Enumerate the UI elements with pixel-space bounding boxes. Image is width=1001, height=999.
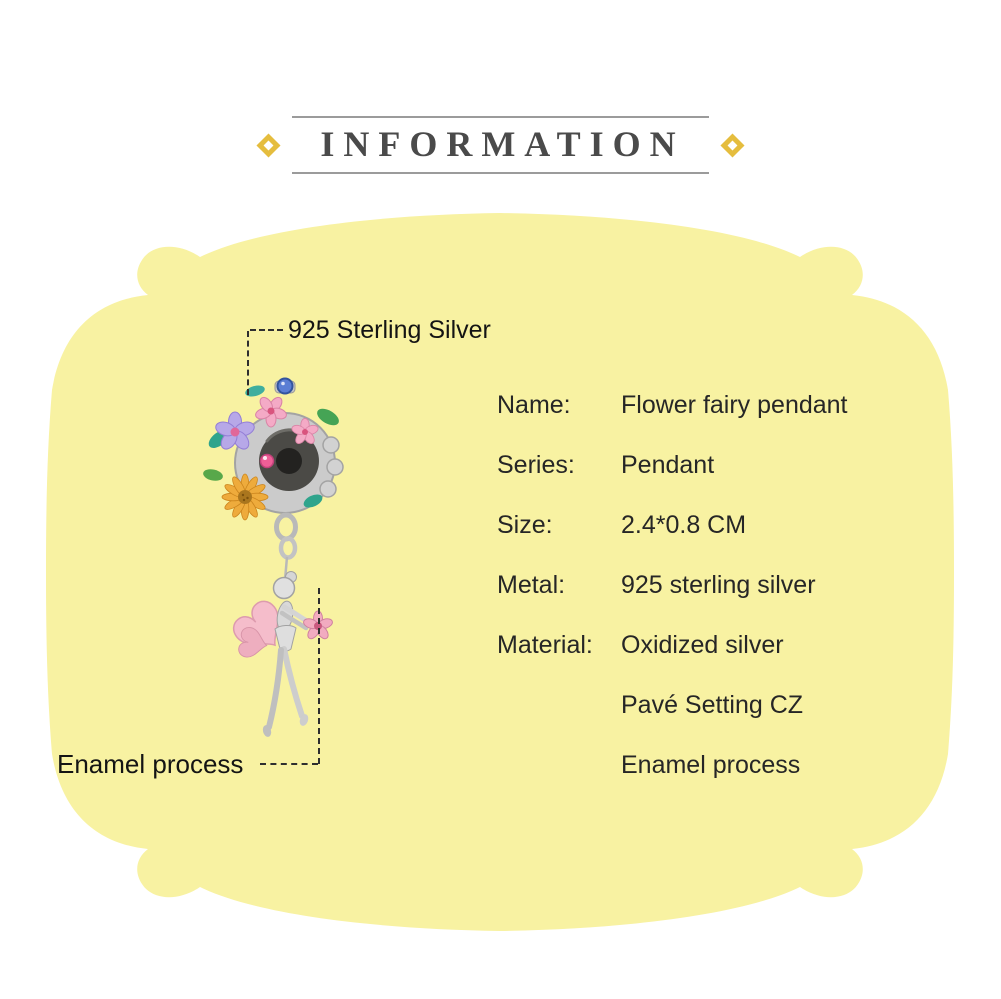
purple-flower — [215, 411, 255, 450]
spec-label — [497, 693, 621, 718]
spec-value: Pendant — [621, 451, 715, 479]
spec-value: Pavé Setting CZ — [621, 691, 804, 719]
leader-line-enamel-vertical — [318, 588, 320, 764]
leader-line-silver-vertical — [247, 331, 249, 395]
spec-label: Series: — [497, 451, 575, 479]
blue-gem — [276, 377, 294, 395]
spec-label — [497, 753, 621, 778]
spec-label: Name: — [497, 391, 571, 419]
spec-value: 2.4*0.8 CM — [621, 511, 747, 539]
annotation-enamel-process: Enamel process — [57, 749, 244, 779]
spec-list: Name: Flower fairy pendant Series: Penda… — [497, 393, 848, 813]
leader-line-silver-horizontal — [250, 329, 283, 331]
spec-row: Size: 2.4*0.8 CM — [497, 513, 848, 538]
spec-value: Oxidized silver — [621, 631, 784, 659]
leader-line-enamel-horizontal — [260, 763, 318, 765]
diamond-ornament-icon — [256, 132, 281, 158]
spec-label: Metal: — [497, 571, 566, 599]
diamond-ornament-icon — [720, 132, 745, 158]
spec-value: Flower fairy pendant — [621, 391, 848, 419]
pink-crystal — [259, 453, 275, 469]
information-header: INFORMATION — [0, 116, 1001, 174]
orange-daisy — [221, 473, 269, 521]
spec-row: Metal: 925 sterling silver — [497, 573, 848, 598]
spec-value: 925 sterling silver — [621, 571, 816, 599]
spec-row: Pavé Setting CZ — [497, 693, 848, 718]
pink-flower — [255, 396, 287, 428]
page-title: INFORMATION — [292, 116, 709, 174]
spec-label: Size: — [497, 511, 553, 539]
annotation-sterling-silver: 925 Sterling Silver — [288, 316, 491, 344]
spec-label: Material: — [497, 631, 593, 659]
pink-flower — [291, 417, 319, 444]
spec-row: Name: Flower fairy pendant — [497, 393, 848, 418]
spec-row: Enamel process — [497, 753, 848, 778]
fairy-wing — [238, 627, 268, 658]
bail-loop — [274, 512, 298, 542]
product-charm-illustration — [203, 377, 344, 737]
spec-row: Series: Pendant — [497, 453, 848, 478]
spec-row: Material: Oxidized silver — [497, 633, 848, 658]
spec-value: Enamel process — [621, 751, 801, 779]
